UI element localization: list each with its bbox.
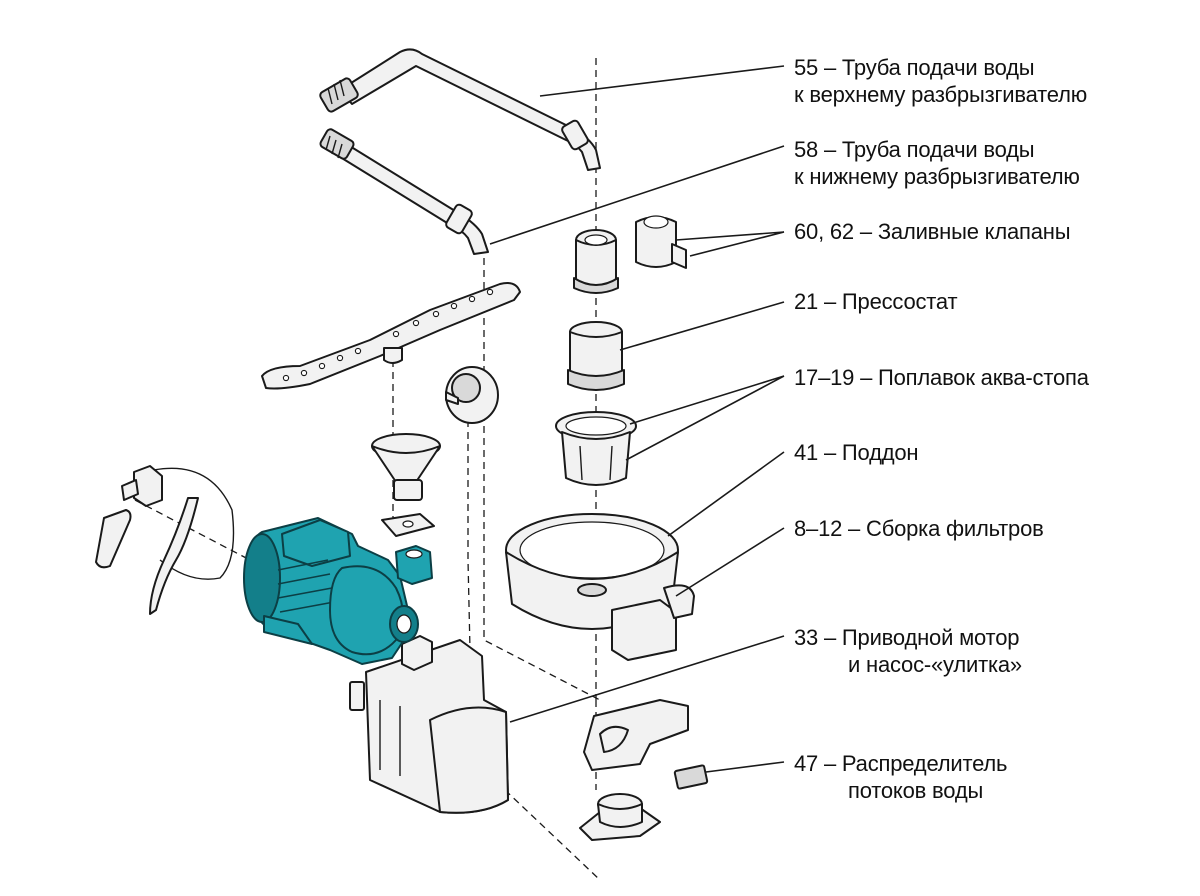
water-distributor-part [579,699,709,841]
spray-hub-part [445,366,499,424]
label-8-12: 8–12 – Сборка фильтров [794,515,1044,542]
upper-spray-tube [319,48,601,171]
label-58-line-2: к нижнему разбрызгивателю [794,164,1080,189]
drive-motor-and-pump [243,517,433,665]
aquastop-float-part [555,411,637,486]
pump-housing-part [349,635,509,814]
label-55-line-1: 55 – Труба подачи воды [794,55,1035,80]
label-55-line-2: к верхнему разбрызгивателю [794,82,1088,107]
label-17-19: 17–19 – Поплавок аква-стопа [794,364,1089,391]
label-33-line-1: 33 – Приводной мотор [794,625,1020,650]
label-33: 33 – Приводной мотор и насос-«улитка» [794,624,1022,678]
funnel-part [371,433,441,537]
label-21-line-1: 21 – Прессостат [794,289,958,314]
label-17-19-line-1: 17–19 – Поплавок аква-стопа [794,365,1089,390]
pressostat-part [567,321,625,391]
assembly-guide-lines [134,58,601,881]
lower-spray-tube [319,128,489,255]
label-60-62-line-1: 60, 62 – Заливные клапаны [794,219,1071,244]
label-58-line-1: 58 – Труба подачи воды [794,137,1035,162]
label-60-62: 60, 62 – Заливные клапаны [794,218,1071,245]
hose-and-sensor-parts [95,465,235,615]
label-21: 21 – Прессостат [794,288,958,315]
label-47: 47 – Распределитель потоков воды [794,750,1008,804]
label-8-12-line-1: 8–12 – Сборка фильтров [794,516,1044,541]
sump-part [505,513,695,661]
inlet-valves [573,215,687,294]
label-58: 58 – Труба подачи воды к нижнему разбрыз… [794,136,1080,190]
label-47-line-2: потоков воды [848,778,984,803]
label-55: 55 – Труба подачи воды к верхнему разбры… [794,54,1087,108]
label-47-line-1: 47 – Распределитель [794,751,1008,776]
label-33-line-2: и насос-«улитка» [848,652,1022,677]
label-41: 41 – Поддон [794,439,919,466]
label-41-line-1: 41 – Поддон [794,440,919,465]
lower-spray-arm [261,282,521,390]
leader-lines [489,65,785,773]
